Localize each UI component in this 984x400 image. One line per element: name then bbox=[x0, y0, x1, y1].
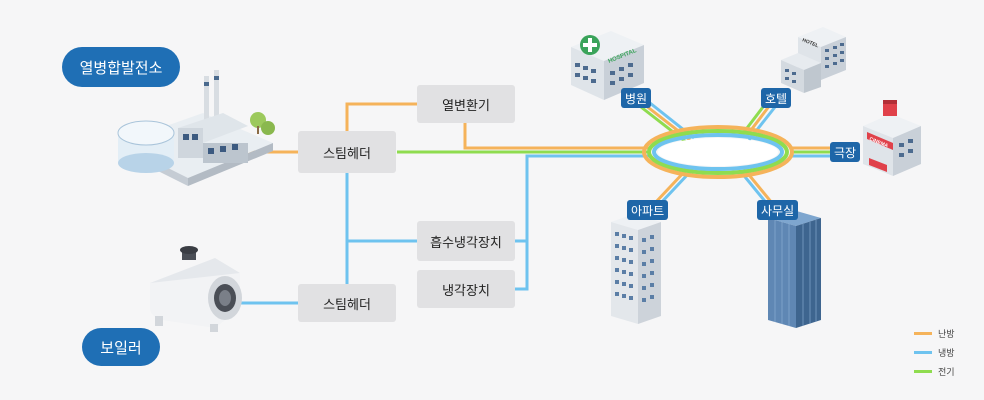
hotel-building-icon: HOTEL bbox=[781, 27, 846, 93]
hospital-building-icon: HOSPITAL bbox=[571, 31, 644, 100]
office-label: 사무실 bbox=[757, 200, 799, 220]
hospital-label: 병원 bbox=[621, 88, 652, 108]
theater-building-icon: CINEMA bbox=[863, 100, 921, 176]
legend-item-electricity: 전기 bbox=[914, 362, 955, 381]
legend-item-cooling: 냉방 bbox=[914, 343, 955, 362]
power-plant-icon bbox=[117, 70, 275, 186]
distribution-ring bbox=[642, 125, 794, 179]
heat-exchanger: 열변환기 bbox=[417, 85, 515, 123]
apartment-windows bbox=[615, 232, 654, 302]
legend-swatch-heating bbox=[914, 332, 932, 335]
hotel-sign: HOTEL bbox=[801, 37, 819, 49]
legend-label-cooling: 냉방 bbox=[938, 349, 955, 359]
steam-header-top: 스팀헤더 bbox=[298, 131, 396, 173]
apartment-building-icon bbox=[611, 214, 661, 324]
legend-swatch-cooling bbox=[914, 351, 932, 354]
chp-plant-label: 열병합발전소 bbox=[62, 47, 180, 87]
theater-label: 극장 bbox=[830, 142, 861, 162]
legend-label-electricity: 전기 bbox=[938, 368, 955, 378]
legend-label-heating: 난방 bbox=[938, 330, 955, 340]
chiller: 냉각장치 bbox=[417, 270, 515, 308]
steam-header-bottom: 스팀헤더 bbox=[298, 284, 396, 322]
legend-swatch-electricity bbox=[914, 370, 932, 373]
absorption-chiller: 흡수냉각장치 bbox=[417, 221, 515, 261]
legend-item-heating: 난방 bbox=[914, 324, 955, 343]
boiler-icon bbox=[150, 246, 242, 332]
apartment-label: 아파트 bbox=[627, 200, 669, 220]
legend: 난방 냉방 전기 bbox=[914, 324, 955, 381]
boiler-label: 보일러 bbox=[82, 328, 160, 366]
hotel-label: 호텔 bbox=[761, 88, 792, 108]
office-building-icon bbox=[768, 210, 821, 328]
